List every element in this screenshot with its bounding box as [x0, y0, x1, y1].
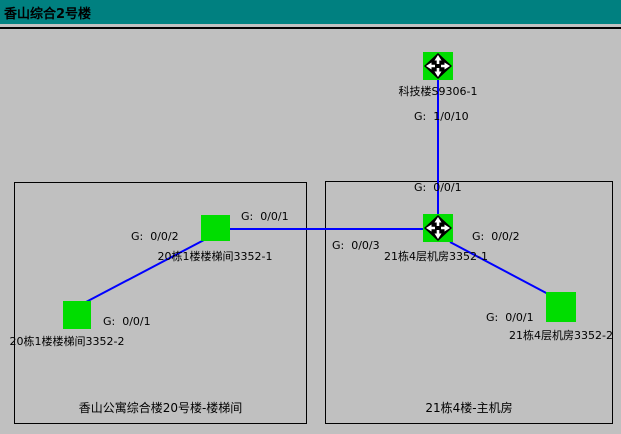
port-label-sw212-left: G: 0/0/1: [486, 311, 534, 324]
group-label-building20-stairwell: 香山公寓综合楼20号楼-楼梯间: [78, 401, 243, 415]
node-label-sw21-3352-2: 21栋4层机房3352-2: [509, 329, 613, 342]
node-sw-3352-2[interactable]: [63, 301, 91, 329]
port-label-sw201-right: G: 0/0/1: [241, 210, 289, 223]
node-sw-3352-1[interactable]: [201, 215, 230, 241]
title-separator-line: [0, 27, 621, 29]
port-label-core-right: G: 0/0/2: [472, 230, 520, 243]
node-label-sw-3352-2: 20栋1楼楼梯间3352-2: [9, 335, 125, 348]
group-box-building21-mainroom: 21栋4楼-主机房: [325, 181, 613, 424]
group-box-building20-stairwell: 香山公寓综合楼20号楼-楼梯间: [14, 182, 307, 424]
port-label-tech-downlink: G: 1/0/10: [414, 110, 469, 123]
node-tech-building-s9306[interactable]: [423, 52, 453, 83]
page-title: 香山综合2号楼: [4, 6, 92, 22]
node-label-core-3352-1: 21栋4层机房3352-1: [384, 250, 488, 263]
group-label-building21-mainroom: 21栋4楼-主机房: [425, 401, 513, 415]
router-icon: [423, 214, 453, 242]
node-label-sw-3352-1: 20栋1楼楼梯间3352-1: [157, 250, 273, 263]
node-label-tech-building: 科技楼S9306-1: [398, 85, 478, 98]
port-label-core-left: G: 0/0/3: [332, 239, 380, 252]
port-label-core-uplink: G: 0/0/1: [414, 181, 462, 194]
port-label-sw201-left: G: 0/0/2: [131, 230, 179, 243]
link-sw201-to-sw202[interactable]: [85, 239, 205, 303]
title-bar: 香山综合2号楼: [0, 0, 621, 24]
node-sw21-3352-2[interactable]: [546, 292, 576, 322]
node-core-3352-1[interactable]: [423, 214, 453, 245]
port-label-sw202-right: G: 0/0/1: [103, 315, 151, 328]
link-core-to-sw212[interactable]: [449, 241, 551, 296]
router-icon: [423, 52, 453, 80]
